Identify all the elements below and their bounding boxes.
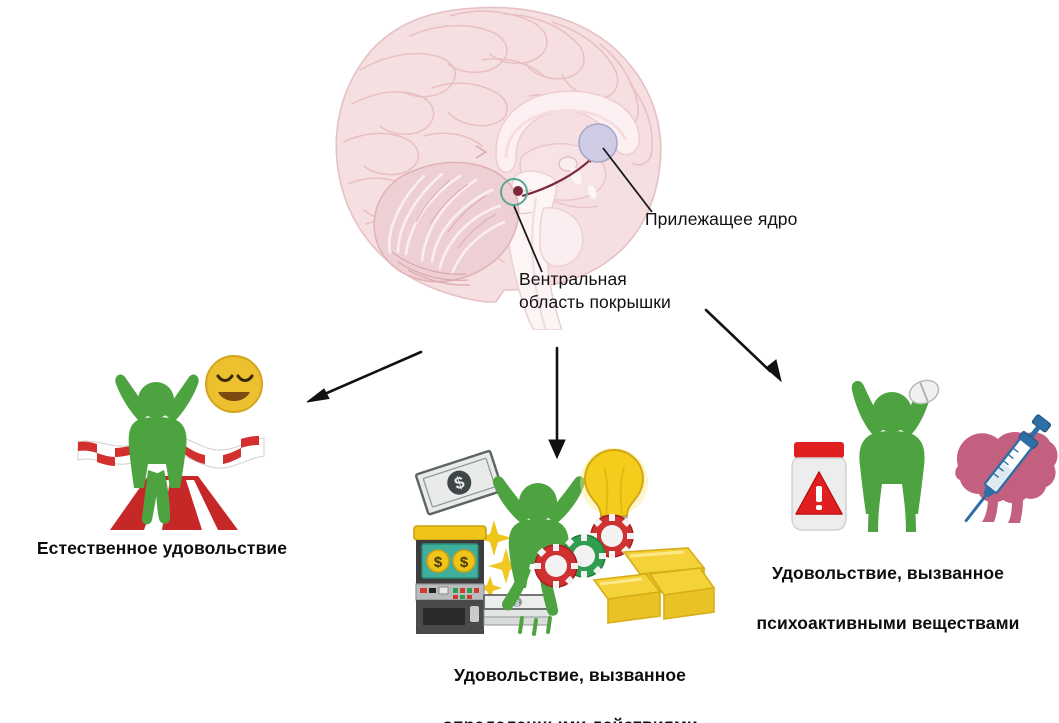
arrow-to-natural — [306, 350, 423, 403]
smiley-face-icon — [205, 355, 263, 413]
icons-natural-pleasure — [52, 352, 292, 532]
sparkle-icon — [476, 520, 524, 600]
caption-behaviour-line-1: Удовольствие, вызванное — [453, 664, 687, 685]
caption-substance-line-2: психоактивными веществами — [756, 612, 1020, 633]
icons-behavioural-pleasure: $ $ $ — [398, 440, 716, 636]
caption-behavioural-pleasure: Удовольствие, вызванное определенными де… — [398, 638, 742, 723]
caption-behaviour-line-2: определенными действиями — [398, 713, 742, 723]
sagittal-brain-illustration — [300, 0, 720, 330]
caption-substance-pleasure: Удовольствие, вызванное психоактивными в… — [716, 536, 1059, 660]
svg-text:$: $ — [460, 554, 469, 571]
label-ventral-tegmental-area: Вентральная область покрышки — [519, 268, 671, 315]
dollar-bill-icon: $ — [414, 449, 504, 516]
gold-bars-icon — [592, 547, 716, 624]
leader-lines — [513, 147, 653, 273]
celebrating-figure-icon — [851, 380, 933, 532]
pill-tablet-icon — [908, 379, 940, 405]
brainstem — [506, 170, 584, 330]
svg-text:$: $ — [515, 599, 520, 608]
label-vta-line-1: Вентральная — [519, 269, 627, 289]
slot-machine-icon: $ $ — [413, 525, 487, 634]
icons-substance-pleasure — [782, 360, 1058, 535]
poker-chips-icon — [534, 514, 634, 588]
pill-bottle-icon — [791, 442, 847, 531]
svg-text:$: $ — [434, 554, 443, 571]
label-nucleus-accumbens: Прилежащее ядро — [645, 209, 798, 229]
caption-substance-line-1: Удовольствие, вызванное — [771, 562, 1005, 583]
caption-natural-pleasure: Естественное удовольствие — [36, 538, 288, 558]
label-vta-line-2: область покрышки — [519, 292, 671, 313]
vta-marker — [500, 178, 528, 206]
warning-triangle-icon — [795, 471, 843, 515]
cerebellum — [373, 161, 520, 286]
running-figure-icon — [115, 374, 199, 525]
brain-syringe-icon — [955, 414, 1058, 523]
nucleus-accumbens-marker — [578, 123, 618, 163]
